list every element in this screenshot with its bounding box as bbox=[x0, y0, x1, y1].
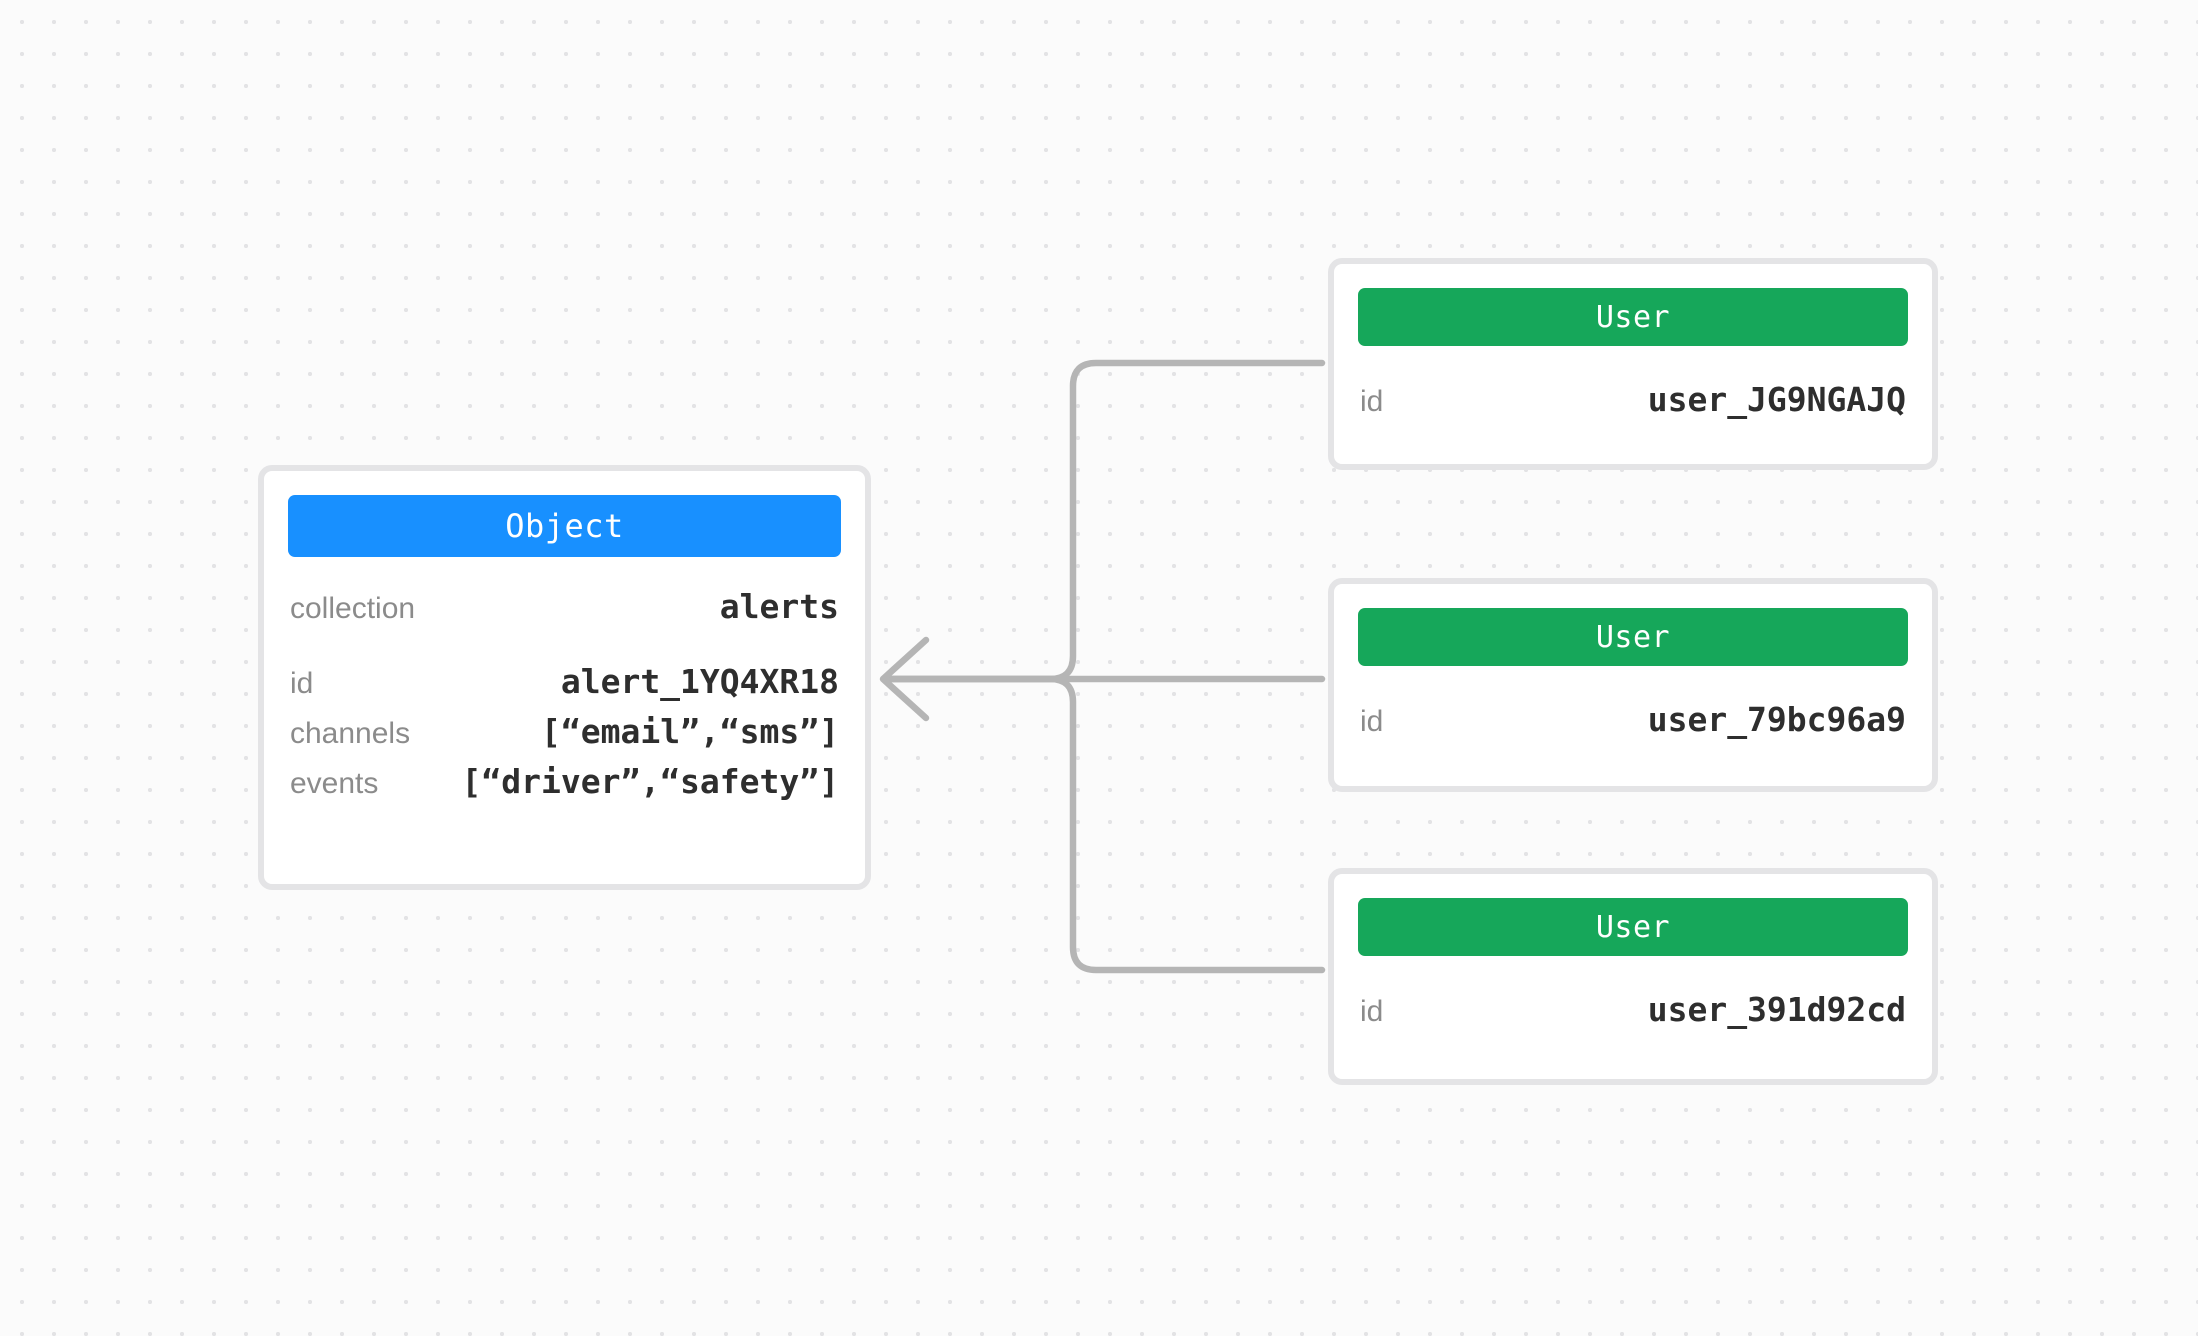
field-value-user-1-id: user_79bc96a9 bbox=[1647, 700, 1906, 739]
field-label-events: events bbox=[290, 767, 379, 800]
field-label-user-1-id: id bbox=[1360, 705, 1384, 738]
field-label-id: id bbox=[290, 667, 314, 700]
node-user-2[interactable]: User id user_391d92cd bbox=[1328, 868, 1938, 1085]
field-label-collection: collection bbox=[290, 592, 416, 625]
node-object-body: collection alerts id alert_1YQ4XR18 chan… bbox=[264, 557, 865, 884]
field-row-id[interactable]: id alert_1YQ4XR18 bbox=[290, 662, 839, 701]
node-object[interactable]: Object collection alerts id alert_1YQ4XR… bbox=[258, 465, 871, 890]
node-user-1-type-badge: User bbox=[1358, 608, 1908, 666]
field-value-id: alert_1YQ4XR18 bbox=[560, 662, 839, 701]
field-value-channels: [“email”,“sms”] bbox=[540, 712, 839, 751]
node-object-type-badge: Object bbox=[288, 495, 841, 557]
field-value-events: [“driver”,“safety”] bbox=[461, 762, 840, 801]
field-row-collection[interactable]: collection alerts bbox=[290, 587, 839, 626]
node-object-field-group: id alert_1YQ4XR18 channels [“email”,“sms… bbox=[290, 662, 839, 812]
edge-arrowhead-icon bbox=[879, 636, 930, 722]
field-value-user-2-id: user_391d92cd bbox=[1647, 990, 1906, 1029]
field-row-events[interactable]: events [“driver”,“safety”] bbox=[290, 762, 839, 801]
field-label-channels: channels bbox=[290, 717, 411, 750]
field-row-user-0-id[interactable]: id user_JG9NGAJQ bbox=[1360, 380, 1906, 419]
field-value-user-0-id: user_JG9NGAJQ bbox=[1647, 380, 1906, 419]
field-label-user-2-id: id bbox=[1360, 995, 1384, 1028]
node-user-0-type-badge: User bbox=[1358, 288, 1908, 346]
field-row-channels[interactable]: channels [“email”,“sms”] bbox=[290, 712, 839, 751]
field-row-user-1-id[interactable]: id user_79bc96a9 bbox=[1360, 700, 1906, 739]
node-user-0-body: id user_JG9NGAJQ bbox=[1334, 346, 1932, 464]
field-label-user-0-id: id bbox=[1360, 385, 1384, 418]
node-user-2-type-badge: User bbox=[1358, 898, 1908, 956]
node-object-primary-group: collection alerts bbox=[290, 587, 839, 626]
field-value-collection: alerts bbox=[719, 587, 839, 626]
node-user-2-body: id user_391d92cd bbox=[1334, 956, 1932, 1079]
node-user-1-body: id user_79bc96a9 bbox=[1334, 666, 1932, 786]
node-user-0[interactable]: User id user_JG9NGAJQ bbox=[1328, 258, 1938, 470]
field-row-user-2-id[interactable]: id user_391d92cd bbox=[1360, 990, 1906, 1029]
node-user-1[interactable]: User id user_79bc96a9 bbox=[1328, 578, 1938, 792]
edge-user2-to-object bbox=[882, 675, 1326, 974]
edge-user0-to-object bbox=[882, 359, 1326, 683]
